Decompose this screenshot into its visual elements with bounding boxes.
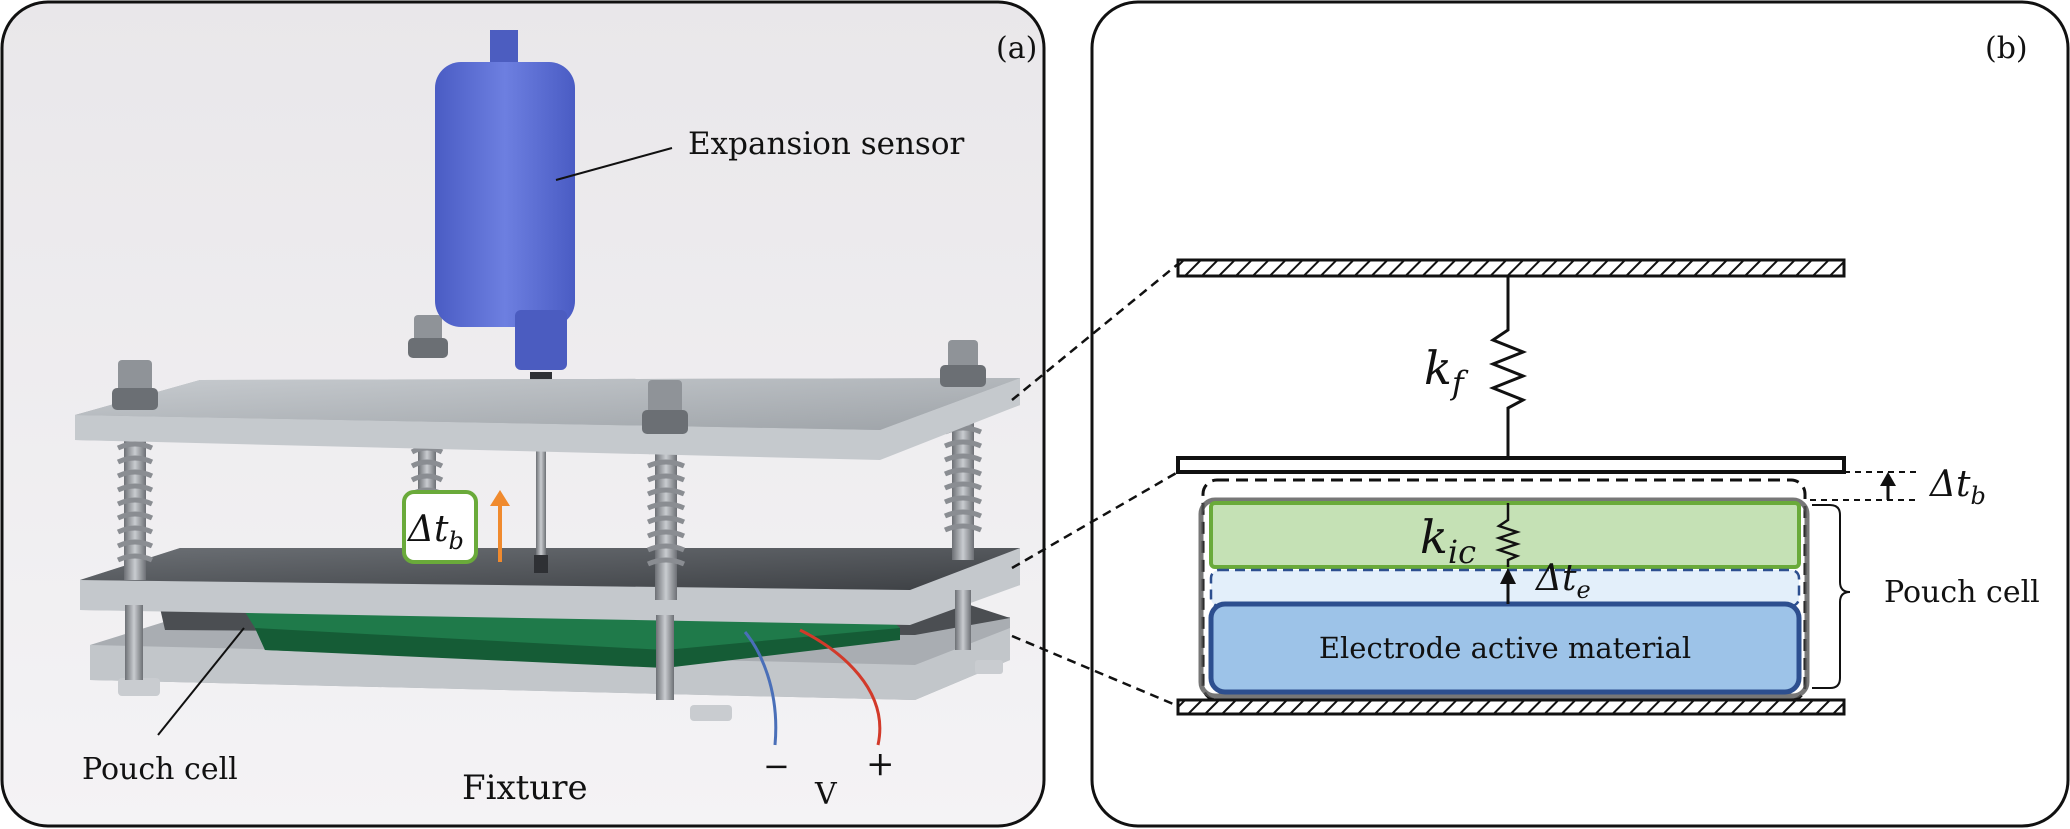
panel-b-delta-tb-label: Δt — [1928, 464, 1971, 505]
fixture-label: Fixture — [462, 768, 588, 808]
interconnect-spring-kic — [1495, 503, 1521, 567]
panel-b: (b) kf kic Electrode active material Δ — [1011, 0, 2070, 828]
delta-tb-box — [402, 490, 478, 564]
kf-label: k — [1424, 341, 1452, 395]
svg-text:kic: kic — [1420, 510, 1476, 571]
svg-text:Δtb: Δtb — [406, 509, 464, 555]
delta-tb-indicator — [1810, 471, 1918, 501]
plus-terminal-label: + — [866, 744, 895, 784]
panel-b-pouch-cell-label: Pouch cell — [1884, 575, 2040, 610]
delta-te-subscript: e — [1576, 576, 1590, 604]
fixture-spring-kf — [1488, 276, 1528, 458]
negative-wire — [743, 631, 778, 746]
delta-tb-label: Δt — [406, 509, 449, 550]
panel-a-tag: (a) — [996, 31, 1037, 66]
voltage-label: V — [814, 777, 838, 812]
top-fixture-plate — [1176, 258, 1846, 278]
pouch-cell-brace — [1812, 504, 1851, 689]
expansion-sensor — [435, 30, 575, 370]
svg-text:Δtb: Δtb — [1928, 464, 1986, 510]
nuts — [112, 315, 986, 434]
panel-b-tag: (b) — [1985, 31, 2028, 66]
sensor-leader-line — [555, 147, 673, 181]
pouch-cell-label: Pouch cell — [82, 752, 238, 787]
springs — [116, 420, 983, 700]
moving-plate — [1176, 456, 1846, 474]
electrode-label: Electrode active material — [1319, 631, 1691, 665]
delta-tb-subscript: b — [448, 527, 463, 555]
panel-a: (a) — [0, 0, 1046, 828]
sensor-probe — [536, 372, 546, 567]
kic-label: k — [1420, 510, 1448, 564]
panel-b-delta-tb-subscript: b — [1970, 482, 1985, 510]
minus-terminal-label: − — [763, 747, 790, 785]
bottom-fixture-plate — [1176, 698, 1846, 716]
fixture-illustration — [75, 30, 1020, 746]
svg-text:Δte: Δte — [1534, 558, 1591, 604]
kic-subscript: ic — [1448, 533, 1476, 571]
delta-te-label: Δt — [1534, 558, 1577, 599]
pouch-cell-leader-line — [157, 627, 245, 736]
positive-wire — [799, 628, 882, 746]
connector-lines — [1011, 263, 1179, 708]
expansion-sensor-label: Expansion sensor — [688, 126, 965, 162]
pouch-cell-outline — [1198, 497, 1810, 699]
electrode-layer — [1208, 601, 1802, 695]
